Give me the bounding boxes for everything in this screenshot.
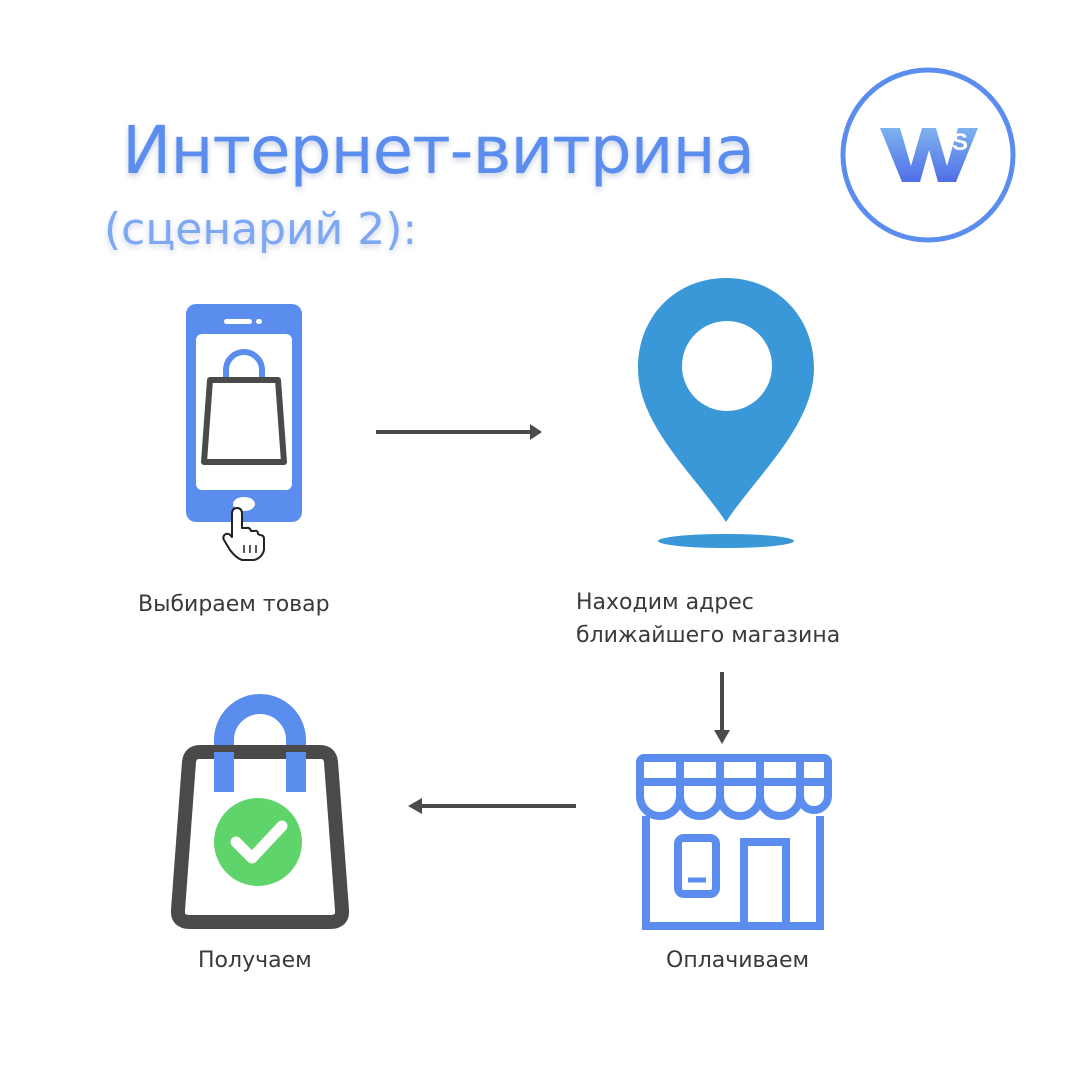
brand-logo: S [840, 67, 1016, 243]
step-label-receive: Получаем [198, 948, 312, 973]
step-label-pay: Оплачиваем [666, 948, 810, 973]
store-icon [636, 754, 832, 930]
arrow-right-icon [376, 424, 542, 440]
step-label-choose: Выбираем товар [138, 592, 330, 617]
page-title: Интернет-витрина [122, 112, 755, 189]
step-label-find-line1: Находим адрес [576, 590, 754, 615]
svg-text:S: S [952, 129, 968, 156]
bag-check-icon [170, 694, 350, 929]
location-pin-icon [638, 278, 814, 548]
phone-shopping-bag-icon [186, 304, 302, 561]
arrow-down-icon [714, 672, 730, 744]
arrow-left-icon [408, 798, 576, 814]
step-label-find-line2: ближайшего магазина [576, 623, 841, 648]
page-subtitle: (сценарий 2): [104, 204, 418, 255]
